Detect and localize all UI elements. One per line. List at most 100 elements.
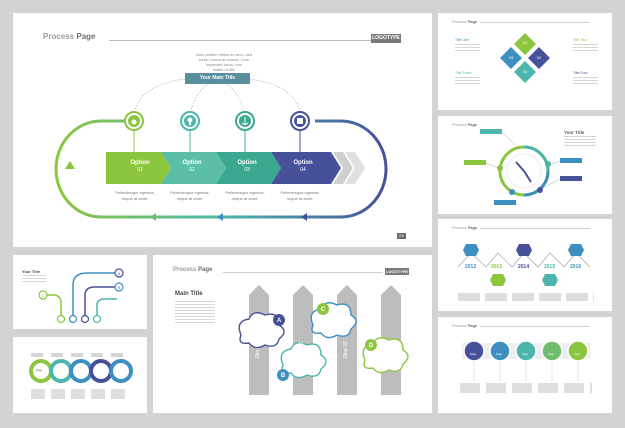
step-label: Step 04 (387, 341, 393, 358)
header-rule (223, 272, 383, 273)
step-arrow (337, 285, 357, 395)
cloud-shape (238, 312, 285, 349)
step-circle (541, 340, 563, 362)
option-arrow-3[interactable] (216, 152, 281, 184)
header-suffix: Page (467, 323, 478, 328)
years-slide[interactable]: Process Page 2012 2013 2014 2015 2016 (438, 219, 612, 311)
loop-arrowhead (301, 213, 307, 221)
year-label: 2012 (465, 264, 477, 270)
dashed-connectors (473, 362, 579, 381)
diamond (514, 61, 536, 83)
diamond-slide[interactable]: Process Page 01 02 03 04 Title One Title… (438, 13, 612, 110)
connector-dotted (226, 83, 245, 112)
option-desc-line: neque at amet. (286, 196, 314, 201)
option-desc-line: Pellentesque egestas, (225, 190, 265, 195)
connector-dotted (190, 83, 209, 112)
option-desc-line: Pellentesque egestas, (280, 190, 320, 195)
option-arrow-4[interactable] (271, 152, 341, 184)
header-suffix: Page (198, 267, 213, 273)
node (68, 314, 78, 324)
intro-line: mattis ut elit. (212, 67, 236, 72)
ring-center (35, 365, 47, 377)
option-name: Option (237, 160, 257, 166)
step-arrow (293, 285, 313, 395)
header-prefix: Process (452, 225, 467, 230)
step-label: Step 03 (343, 341, 349, 358)
option-desc-1: Pellentesque egestas, neque at amet. (110, 190, 160, 202)
label-chip (560, 176, 582, 181)
clock-ring-segment (523, 145, 550, 172)
option-name: Option (293, 160, 313, 166)
option-number: 03 (244, 167, 250, 173)
main-process-slide[interactable]: Process Page LOGOTYPE Nam pretium tellus… (13, 13, 432, 247)
diamond-number: 01 (523, 40, 528, 45)
branch (96, 298, 117, 317)
intro-line: tortor, luctus at cursus. Cras (199, 57, 249, 62)
option-desc-3: Pellentesque egestas, neque at amet. (220, 190, 270, 202)
diamond-number: 03 (509, 55, 514, 60)
anchor-icon (235, 111, 255, 131)
option-label-1: Option 01 (118, 160, 162, 174)
clock-diagram (464, 129, 582, 205)
letter-badge (273, 314, 285, 326)
letter: C (42, 293, 45, 298)
header-rule (109, 40, 371, 41)
circle-label: Step (548, 352, 555, 356)
letter: D (369, 343, 374, 349)
ring (49, 359, 73, 383)
slide-header: Process Page (452, 122, 477, 127)
slide-header: Process Page (452, 225, 477, 230)
letter-badge (365, 339, 377, 351)
option-arrow-2[interactable] (161, 152, 226, 184)
connector-dotted (134, 78, 186, 112)
tree-slide[interactable]: Your Title A B C (13, 255, 147, 329)
logotype: LOGOTYPE (371, 34, 401, 43)
option-name: Option (182, 160, 202, 166)
step-circle (567, 340, 589, 362)
header-prefix: Process (43, 32, 75, 41)
placeholder-text (175, 301, 215, 323)
grey-chevron (345, 152, 365, 184)
hexagon (568, 244, 584, 256)
loop-arrowhead (65, 161, 75, 169)
clock-slide[interactable]: Process Page Your Title (438, 116, 612, 214)
diamond-number: 04 (523, 69, 528, 74)
circle-label: Step (496, 352, 503, 356)
logotype: LOGOTYPE (385, 268, 409, 275)
grey-chevron (333, 152, 353, 184)
header-prefix: Process (452, 122, 467, 127)
letter-badge (277, 369, 289, 381)
step-circle (463, 340, 485, 362)
clock-node (545, 161, 551, 167)
year-label: 2015 (544, 264, 556, 270)
placeholder-text (22, 275, 46, 283)
slide-title: Your Title (22, 269, 41, 274)
hexagon (463, 244, 479, 256)
diamond-title: Title One (455, 38, 470, 42)
header-suffix: Page (467, 225, 478, 230)
circles-slide[interactable]: Process Page Step Step Step Step Step (438, 317, 612, 413)
label-chip (480, 129, 502, 134)
placeholder-text (458, 293, 594, 301)
letter: C (321, 307, 326, 313)
node (56, 314, 66, 324)
diamond (514, 33, 536, 55)
step-circle (515, 340, 537, 362)
page-number: 04 (397, 233, 406, 239)
option-desc-line: neque at amet. (231, 196, 259, 201)
slide-header: Process Page (452, 19, 477, 24)
letter: B (281, 373, 286, 379)
branch (84, 286, 117, 317)
label-chip (560, 158, 582, 163)
year-label: 2014 (518, 264, 530, 270)
rings-slide[interactable]: Step (13, 337, 147, 413)
option-label-4: Option 04 (281, 160, 325, 174)
placeholder-text (31, 353, 131, 357)
option-arrow-1[interactable] (106, 152, 171, 184)
letter: A (277, 318, 282, 324)
hexagon (490, 274, 506, 286)
cloud-shape (280, 342, 327, 379)
process-steps-slide[interactable]: Process Page LOGOTYPE Main Title A B C D… (153, 255, 432, 413)
circle-label: Step (574, 352, 581, 356)
header-rule (480, 326, 590, 327)
